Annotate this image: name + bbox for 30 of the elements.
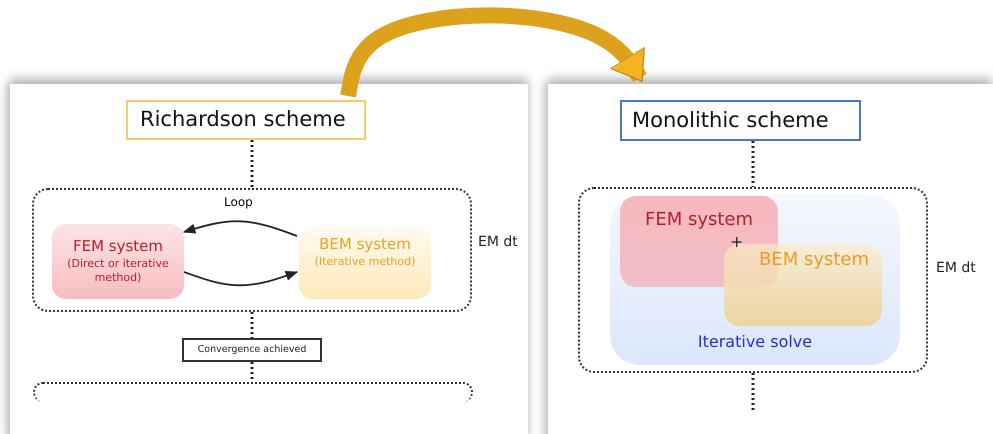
status-box — [182, 338, 322, 362]
step-container — [33, 382, 473, 402]
node-label: Monolithic scheme — [632, 106, 828, 134]
node-label: FEM system — [644, 208, 754, 232]
node-note: (Iterative method) — [314, 254, 416, 269]
dotted-connector — [250, 362, 254, 382]
node-label: FEM system — [72, 237, 164, 257]
plus-sign: + — [730, 232, 744, 251]
solve-region — [610, 195, 900, 365]
solve-container — [578, 187, 928, 373]
node-label: BEM system — [758, 248, 870, 272]
side-label: EM dt — [936, 260, 976, 276]
title-box — [620, 100, 861, 141]
node-note: (Direct or iterative method) — [66, 256, 170, 286]
arrow — [184, 271, 298, 286]
node-label: Iterative solve — [698, 332, 812, 353]
process-box — [299, 227, 431, 299]
dotted-connector — [752, 141, 754, 187]
dotted-connector — [250, 312, 254, 338]
dotted-connector — [250, 140, 254, 188]
side-label: EM dt — [478, 234, 518, 250]
node-label: BEM system — [319, 235, 411, 254]
process-box — [52, 224, 184, 299]
edge-label: Loop — [222, 195, 255, 209]
dotted-connector — [752, 373, 754, 410]
node-label: Richardson scheme — [140, 106, 346, 134]
arrow — [182, 220, 298, 237]
node-label: Convergence achieved — [198, 344, 306, 356]
title-box — [126, 100, 366, 140]
loop-container — [32, 188, 472, 312]
